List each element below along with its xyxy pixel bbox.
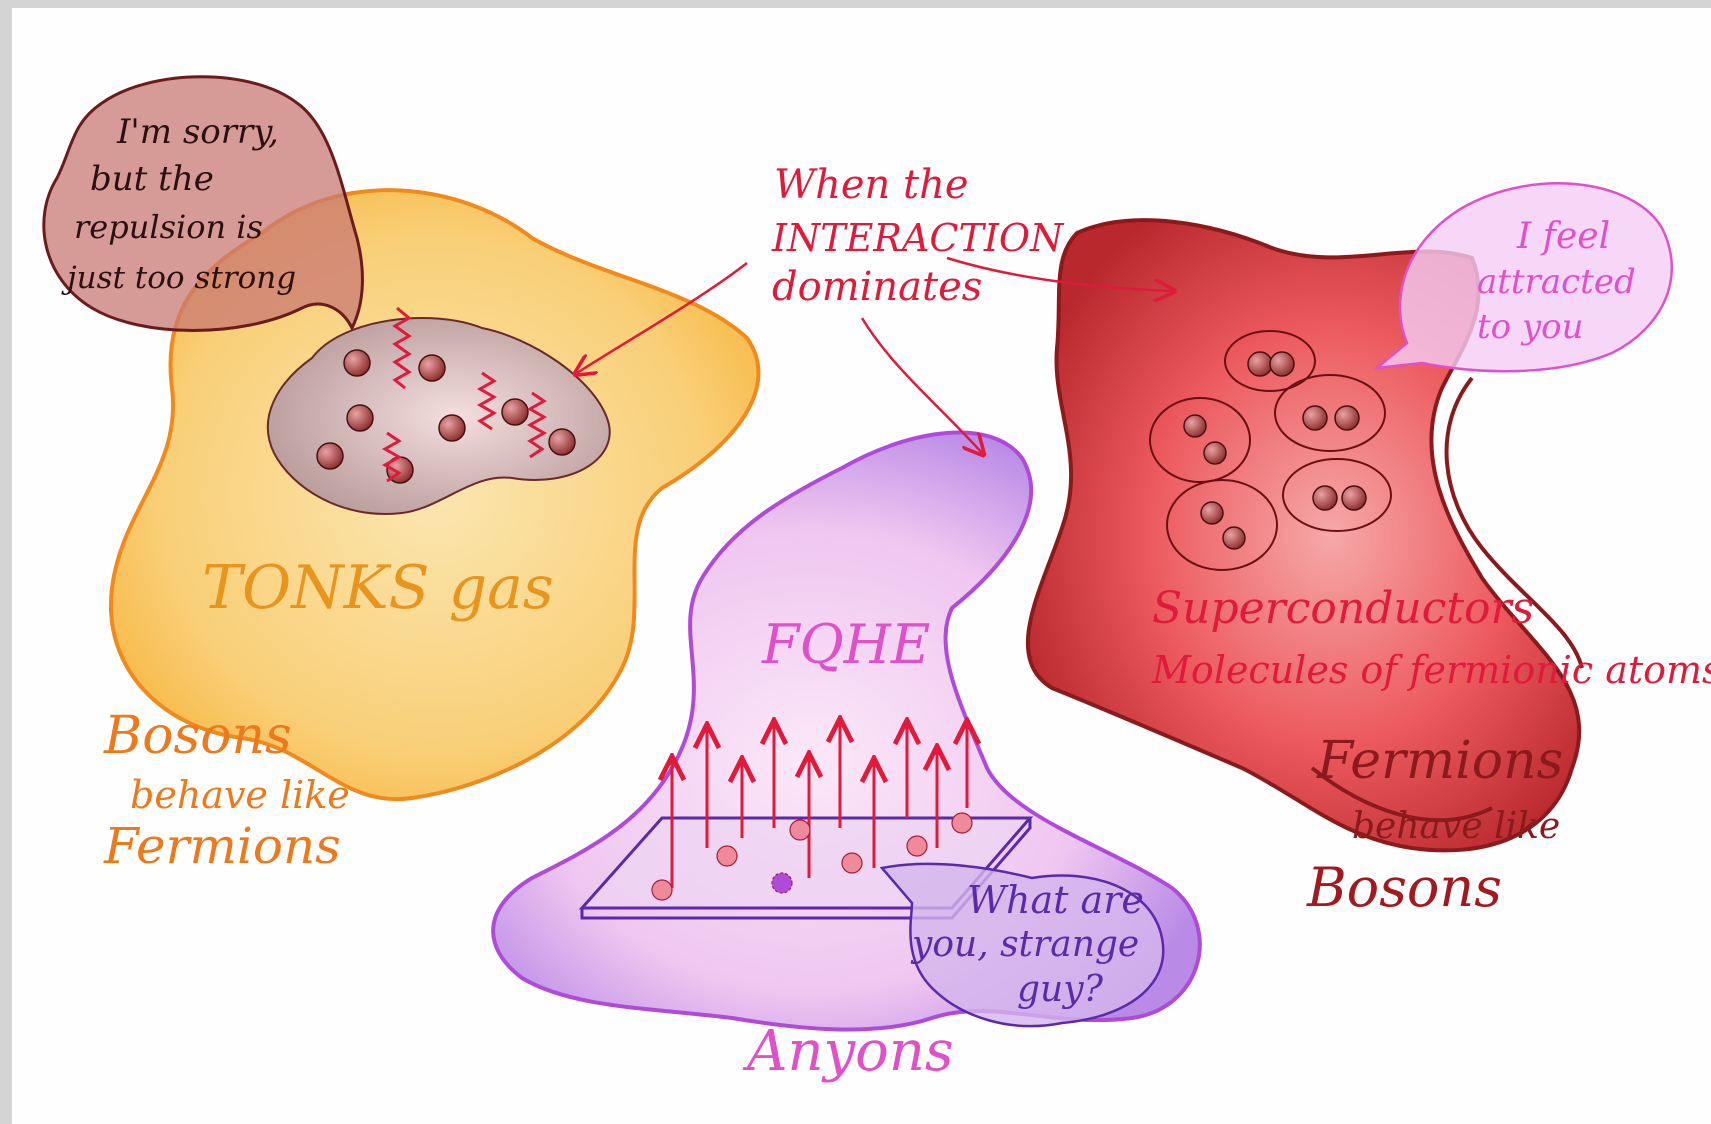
illustration-canvas: I'm sorry, but the repulsion is just too… [12,8,1711,1124]
tonks-caption-line-2: behave like [130,773,350,817]
strange-guy-line-3: guy? [1017,969,1104,1010]
fermions-caption-line-2: behave like [1352,806,1560,847]
atom [1313,486,1337,510]
atom [419,355,445,381]
atom [1342,486,1366,510]
atom [1204,442,1226,464]
atom [1223,527,1245,549]
particle [790,820,810,840]
particle [842,853,862,873]
bubble-line-3: repulsion is [74,208,263,246]
interaction-note: When the INTERACTION dominates [771,162,1065,310]
atom [1184,415,1206,437]
note-line-3: dominates [772,264,982,310]
note-line-2: INTERACTION [771,216,1065,260]
note-line-1: When the [774,162,969,208]
tonks-gas-title: TONKS gas [202,553,554,623]
particle [717,846,737,866]
fermions-caption-line-3: Bosons [1306,856,1502,919]
particle [907,836,927,856]
tonks-speech-bubble: I'm sorry, but the repulsion is just too… [44,77,363,331]
atom [1248,352,1272,376]
anyons-caption: Anyons [742,1019,954,1084]
attracted-line-2: attracted [1477,262,1636,302]
fermions-caption-line-1: Fermions [1316,731,1563,791]
atom [1270,352,1294,376]
tonks-caption-line-3: Fermions [103,817,341,875]
strange-guy-line-1: What are [967,878,1144,922]
anyon-particle [772,873,792,893]
attracted-line-3: to you [1477,307,1584,347]
atom [1335,406,1359,430]
particle [652,880,672,900]
atom [347,405,373,431]
arrow-to-fqhe [862,318,982,453]
bubble-line-1: I'm sorry, [116,112,279,152]
attracted-line-1: I feel [1516,216,1610,257]
bubble-line-2: but the [90,159,214,199]
superconductors-title: Superconductors [1152,583,1534,634]
strongly-interacting-quantum-gases-drawing: I'm sorry, but the repulsion is just too… [12,8,1711,1124]
superconductors-subtitle: Molecules of fermionic atoms [1151,648,1711,692]
tonks-caption-line-1: Bosons [103,706,292,766]
particle [952,813,972,833]
atom [1201,502,1223,524]
atom [344,350,370,376]
fqhe-title: FQHE [761,613,930,676]
strange-guy-line-2: you, strange [910,924,1139,965]
bubble-line-4: just too strong [61,260,296,296]
atom [1303,406,1327,430]
attracted-speech-bubble: I feel attracted to you [1377,183,1672,371]
atom [549,429,575,455]
atom [439,415,465,441]
atom [502,399,528,425]
atom [317,443,343,469]
